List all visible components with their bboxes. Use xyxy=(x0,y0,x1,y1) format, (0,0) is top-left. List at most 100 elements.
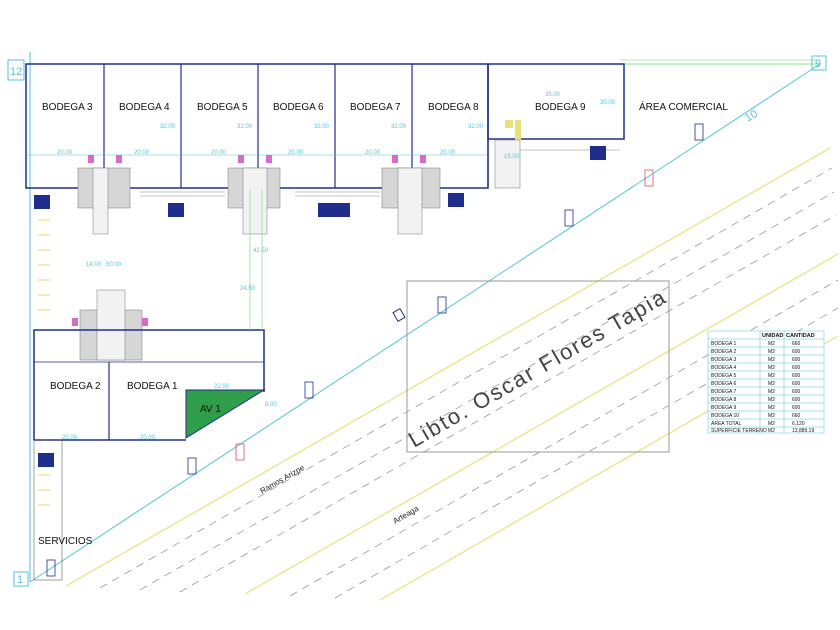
sign-icon xyxy=(437,296,447,314)
table-cell: 600 xyxy=(792,349,801,355)
table-cell: 600 xyxy=(792,365,801,371)
dim-bodega9-width: 35.00 xyxy=(545,92,561,98)
table-cell: M2 xyxy=(768,341,775,347)
table-cell: M2 xyxy=(768,365,775,371)
parking-stalls xyxy=(38,219,50,506)
dim-top-2: 20.00 xyxy=(134,150,150,156)
warehouse-label: BODEGA 5 xyxy=(197,102,248,113)
warehouse-label: BODEGA 8 xyxy=(428,102,479,113)
vertex-marker: 1 xyxy=(17,574,23,586)
table-cell: 600 xyxy=(792,405,801,411)
table-cell: M2 xyxy=(768,428,775,434)
dim-top-3: 20.00 xyxy=(211,150,227,156)
accessibility-icon xyxy=(38,453,54,467)
accessibility-icon xyxy=(318,203,334,217)
sign-icon xyxy=(46,559,56,577)
table-cell: BODEGA 8 xyxy=(711,397,737,403)
area-table: UNIDAD CANTIDAD BODEGA 1 M2 660 BODEGA 2… xyxy=(707,330,825,434)
sign-icon xyxy=(644,169,654,187)
table-cell: SUPERFICIE TERRENO xyxy=(711,428,767,434)
dim-depth-4: 32.00 xyxy=(391,124,407,130)
table-cell: BODEGA 9 xyxy=(711,405,737,411)
table-cell: 6,120 xyxy=(792,421,805,427)
sign-icon xyxy=(235,443,245,461)
commercial-area-label: ÁREA COMERCIAL xyxy=(639,100,728,113)
table-cell: M2 xyxy=(768,357,775,363)
table-header: UNIDAD xyxy=(762,333,783,339)
sign-icon xyxy=(304,381,314,399)
sign-icon xyxy=(187,457,197,475)
sign-icon xyxy=(694,123,704,141)
table-cell: M2 xyxy=(768,413,775,419)
table-header: CANTIDAD xyxy=(786,333,815,339)
accessibility-icon xyxy=(334,203,350,217)
dim-top-6: 20.00 xyxy=(440,150,456,156)
table-cell: M2 xyxy=(768,421,775,427)
table-cell: 660 xyxy=(792,413,801,419)
table-cell: BODEGA 3 xyxy=(711,357,737,363)
table-cell: M2 xyxy=(768,397,775,403)
accessibility-icon xyxy=(168,203,184,217)
table-cell: BODEGA 10 xyxy=(711,413,739,419)
warehouse-label: BODEGA 7 xyxy=(350,102,401,113)
vertex-marker: 9 xyxy=(815,58,821,70)
dim-aisle-d: 24.50 xyxy=(240,286,256,292)
table-cell: M2 xyxy=(768,349,775,355)
bottom-warehouse-block xyxy=(33,190,266,581)
table-cell: 660 xyxy=(792,341,801,347)
table-cell: BODEGA 7 xyxy=(711,389,737,395)
table-cell: 600 xyxy=(792,381,801,387)
dim-top-5: 20.00 xyxy=(365,150,381,156)
warehouse-label: BODEGA 6 xyxy=(273,102,324,113)
dim-bottom-2: 20.00 xyxy=(140,435,156,441)
table-cell: M2 xyxy=(768,405,775,411)
table-cell: 600 xyxy=(792,397,801,403)
dim-depth-5: 32.00 xyxy=(468,124,484,130)
warehouse-labels: BODEGA 3 BODEGA 4 BODEGA 5 BODEGA 6 BODE… xyxy=(38,100,728,547)
dimension-labels: 20.00 20.00 20.00 20.00 20.00 20.00 32.0… xyxy=(57,92,616,441)
accessibility-icon xyxy=(34,195,50,209)
dim-top-4: 20.00 xyxy=(288,150,304,156)
dim-bodega9-side: 15.00 xyxy=(504,154,520,160)
vertex-marker: 10 xyxy=(743,108,760,125)
dim-bottom-1: 20.00 xyxy=(62,435,78,441)
table-cell: M2 xyxy=(768,389,775,395)
services-label: SERVICIOS xyxy=(38,536,93,547)
warehouse-label: BODEGA 4 xyxy=(119,102,170,113)
table-cell: BODEGA 4 xyxy=(711,365,737,371)
table-cell: BODEGA 1 xyxy=(711,341,737,347)
dim-aisle-c: 42.50 xyxy=(253,248,269,254)
site-boundary xyxy=(29,52,821,583)
dim-av-diag: 8.00 xyxy=(265,402,277,408)
warehouse-label: BODEGA 2 xyxy=(50,381,101,392)
vertex-marker: 12 xyxy=(10,66,22,78)
table-cell: AREA TOTAL xyxy=(711,421,742,427)
dim-aisle-b: 50.00 xyxy=(106,262,122,268)
table-cell: 600 xyxy=(792,389,801,395)
dim-depth-2: 32.00 xyxy=(237,124,253,130)
table-cell: 600 xyxy=(792,357,801,363)
warehouse-label: BODEGA 9 xyxy=(535,102,586,113)
table-cell: M2 xyxy=(768,373,775,379)
icons xyxy=(34,123,704,577)
dim-bodega9-depth: 30.00 xyxy=(600,100,616,106)
table-cell: 600 xyxy=(792,373,801,379)
warehouse-label: BODEGA 3 xyxy=(42,102,93,113)
loading-docks xyxy=(72,139,620,361)
dim-av-width: 22.00 xyxy=(214,384,230,390)
dim-depth-3: 32.00 xyxy=(314,124,330,130)
table-cell: BODEGA 5 xyxy=(711,373,737,379)
table-cell: BODEGA 2 xyxy=(711,349,737,355)
accessibility-icon xyxy=(590,146,606,160)
green-area xyxy=(185,389,266,439)
sign-icon xyxy=(564,209,574,227)
warehouse-label: BODEGA 1 xyxy=(127,381,178,392)
table-cell: 13,889.19 xyxy=(792,428,814,434)
vertex-markers: 1 9 10 12 xyxy=(7,55,827,587)
green-area-label: AV 1 xyxy=(200,404,221,415)
table-cell: M2 xyxy=(768,381,775,387)
roads xyxy=(65,147,839,601)
table-cell: BODEGA 6 xyxy=(711,381,737,387)
dim-top-1: 20.00 xyxy=(57,150,73,156)
